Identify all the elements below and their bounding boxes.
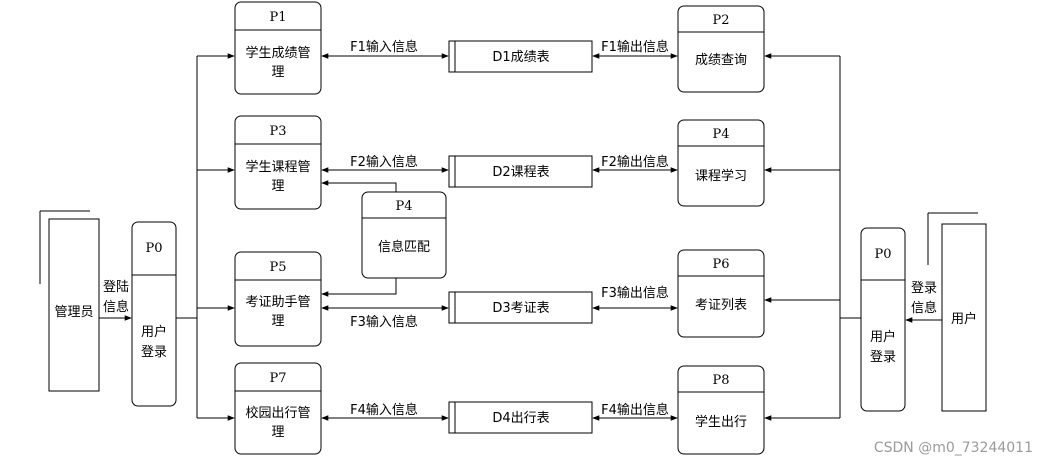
p3-line2: 理 [271,179,284,194]
p1-id: P1 [269,10,286,25]
p7-id: P7 [269,371,286,386]
p5-line1: 考证助手管 [245,295,310,310]
process-login-right [860,227,906,412]
p7-line1: 校园出行管 [245,405,310,421]
p1-line1: 学生成绩管 [245,45,310,61]
p2-line1: 成绩查询 [695,53,747,68]
admin-entity [39,210,100,392]
p4-match-id: P4 [395,199,412,214]
p8-id: P8 [712,373,729,388]
flow-f4-out-label: F4输出信息 [601,402,669,418]
process-p4-match [361,191,447,279]
login-right-line2: 登录 [870,350,896,365]
store-d1-label: D1成绩表 [492,50,549,65]
user-label: 用户 [951,311,977,327]
p5-line2: 理 [271,314,284,329]
store-d2 [448,155,593,188]
store-d3-label: D3考证表 [492,301,549,316]
store-d1 [448,40,593,73]
process-p3 [234,115,322,210]
flow-f1-in-label: F1输入信息 [350,39,418,55]
p4-match-line1: 信息匹配 [378,239,430,255]
store-d2-label: D2课程表 [492,165,549,180]
user-flow-line1: 登录 [911,281,937,296]
p2-id: P2 [712,13,729,28]
process-login-left [131,221,177,407]
flow-match-to-p3 [321,180,397,192]
p6-id: P6 [712,257,729,272]
user-entity [927,212,987,412]
flow-f3-in-label: F3输入信息 [350,314,418,330]
p3-id: P3 [269,124,286,139]
process-p4-right [677,119,765,207]
flow-f4-in-label: F4输入信息 [350,402,418,418]
flow-match-to-p5 [321,278,397,297]
store-d4-label: D4出行表 [492,411,549,426]
flow-f2-out-label: F2输出信息 [601,154,669,170]
login-left-line1: 用户 [141,324,167,340]
flow-f1-out-label: F1输出信息 [601,39,669,55]
process-p8 [677,365,765,455]
p4-right-line1: 课程学习 [695,168,747,184]
p7-line2: 理 [271,425,284,440]
p6-line1: 考证列表 [695,298,747,313]
process-p6 [677,249,765,338]
admin-flow-line2: 信息 [103,299,129,315]
p8-line1: 学生出行 [695,414,747,430]
store-d3 [448,291,593,324]
p5-id: P5 [269,260,286,275]
login-right-line1: 用户 [870,329,896,345]
login-left-id: P0 [145,241,162,256]
p4-right-id: P4 [712,127,729,142]
watermark: CSDN @m0_73244011 [873,440,1033,456]
p1-line2: 理 [271,65,284,80]
flow-f2-in-label: F2输入信息 [350,154,418,170]
admin-flow-line1: 登陆 [103,279,129,295]
flow-f3-out-label: F3输出信息 [601,285,669,301]
p3-line1: 学生课程管 [245,159,310,175]
admin-label: 管理员 [54,305,93,320]
process-p2 [677,5,765,93]
store-d4 [448,401,593,434]
process-p5 [234,251,322,347]
process-p1 [234,1,322,95]
login-left-line2: 登录 [141,345,167,360]
user-flow-line2: 信息 [911,300,937,316]
login-right-id: P0 [874,247,891,262]
process-p7 [234,362,322,455]
